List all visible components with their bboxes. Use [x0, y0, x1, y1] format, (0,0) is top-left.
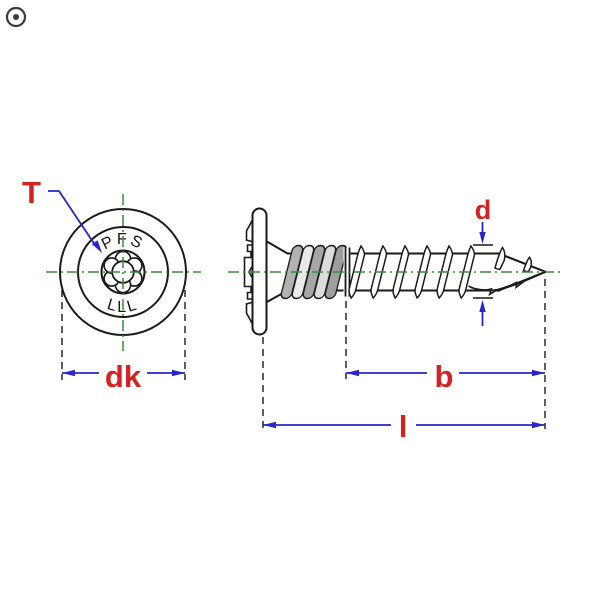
dimension-total-length: l — [263, 409, 545, 444]
head-front-view: PFS LLL — [46, 194, 201, 351]
dimension-drive: T — [22, 175, 102, 253]
label-head-diameter: dk — [105, 359, 142, 394]
tip-cutting-flute — [468, 271, 547, 297]
label-thread-length: b — [435, 359, 454, 394]
t-leader-line — [48, 190, 96, 246]
screw-side-view — [228, 207, 560, 336]
label-thread-diameter: d — [475, 195, 492, 225]
head-marking-bottom: LLL — [105, 296, 141, 316]
label-total-length: l — [399, 409, 408, 444]
tip-thread-leaf — [494, 246, 506, 271]
head-marking-top: PFS — [99, 231, 147, 253]
thread-helix — [348, 245, 533, 299]
label-drive: T — [22, 175, 41, 210]
extension-lines — [61, 279, 546, 429]
dimension-thread-length: b — [346, 359, 545, 394]
dimension-head-diameter: dk — [62, 359, 185, 394]
dimension-thread-diameter: d — [473, 195, 493, 326]
circle-dot-icon — [5, 6, 27, 28]
tip-thread-leaf — [522, 255, 533, 273]
t-leader-arrow — [92, 240, 102, 253]
